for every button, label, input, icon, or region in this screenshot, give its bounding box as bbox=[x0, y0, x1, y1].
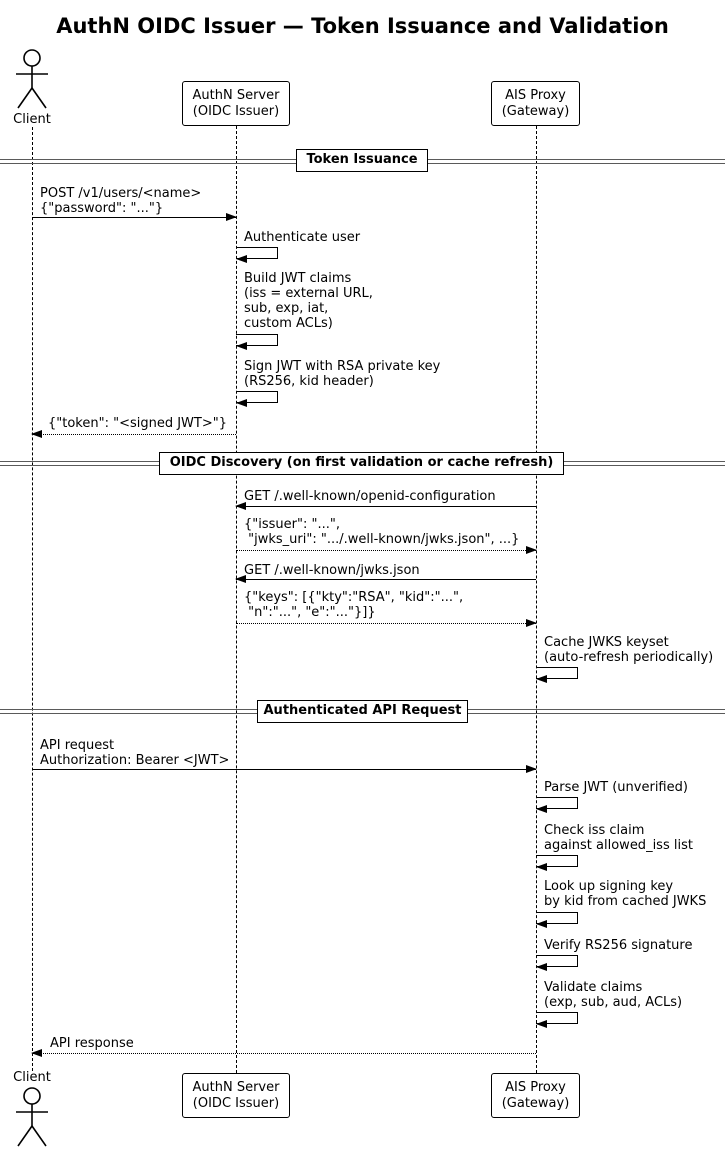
divider-authenticated-api-request: Authenticated API Request bbox=[257, 700, 468, 723]
message-label: API response bbox=[50, 1036, 134, 1051]
message-label: Build JWT claims (iss = external URL, su… bbox=[244, 271, 373, 331]
arrowhead-icon bbox=[226, 213, 237, 222]
message-label: Validate claims (exp, sub, aud, ACLs) bbox=[544, 980, 683, 1010]
message-label: Look up signing key by kid from cached J… bbox=[544, 879, 707, 909]
divider-token-issuance: Token Issuance bbox=[296, 149, 428, 172]
arrowhead-icon bbox=[31, 430, 42, 439]
self-message-arrow bbox=[536, 797, 578, 813]
arrowhead-icon bbox=[526, 546, 537, 555]
message-arrow-client-to-proxy bbox=[32, 765, 537, 774]
self-message-arrow bbox=[536, 955, 578, 971]
message-label: POST /v1/users/<name> {"password": "..."… bbox=[40, 186, 202, 216]
message-arrow-proxy-to-authn bbox=[235, 575, 536, 584]
message-arrow-client-to-authn bbox=[32, 213, 237, 222]
arrowhead-icon bbox=[235, 502, 246, 511]
arrowhead-icon bbox=[235, 575, 246, 584]
actor-icon-client-bottom bbox=[8, 1086, 56, 1148]
participant-label-client-top: Client bbox=[13, 112, 51, 127]
message-label: Cache JWKS keyset (auto-refresh periodic… bbox=[544, 635, 714, 665]
participant-box-authn-top: AuthN Server (OIDC Issuer) bbox=[182, 81, 290, 126]
message-label: GET /.well-known/jwks.json bbox=[244, 563, 420, 578]
self-message-arrow bbox=[536, 855, 578, 871]
self-message-arrow bbox=[236, 334, 278, 350]
participant-label-client-bottom: Client bbox=[13, 1070, 51, 1085]
participant-box-proxy-bottom: AIS Proxy (Gateway) bbox=[491, 1073, 580, 1118]
message-label: API request Authorization: Bearer <JWT> bbox=[40, 738, 230, 768]
lifeline-authn-server bbox=[236, 126, 237, 1073]
message-arrow-proxy-to-authn bbox=[235, 502, 536, 511]
message-label: GET /.well-known/openid-configuration bbox=[244, 489, 496, 504]
diagram-title: AuthN OIDC Issuer — Token Issuance and V… bbox=[56, 14, 669, 38]
lifeline-ais-proxy bbox=[536, 126, 537, 1073]
lifeline-client bbox=[32, 127, 33, 1071]
divider-oidc-discovery: OIDC Discovery (on first validation or c… bbox=[159, 452, 564, 475]
message-label: Authenticate user bbox=[244, 230, 361, 245]
self-message-arrow bbox=[236, 391, 278, 407]
message-label: Sign JWT with RSA private key (RS256, ki… bbox=[244, 359, 441, 389]
self-message-arrow bbox=[536, 912, 578, 928]
return-arrow-authn-to-client bbox=[31, 430, 236, 439]
message-label: {"issuer": "...", "jwks_uri": ".../.well… bbox=[244, 517, 520, 547]
participant-box-authn-bottom: AuthN Server (OIDC Issuer) bbox=[182, 1073, 290, 1118]
return-arrow-proxy-to-client bbox=[31, 1049, 536, 1058]
return-arrow-authn-to-proxy bbox=[236, 546, 537, 555]
return-arrow-authn-to-proxy bbox=[236, 619, 537, 628]
message-label: {"token": "<signed JWT>"} bbox=[48, 416, 227, 431]
message-label: Check iss claim against allowed_iss list bbox=[544, 823, 693, 853]
arrowhead-icon bbox=[526, 619, 537, 628]
self-message-arrow bbox=[536, 667, 578, 683]
arrowhead-icon bbox=[526, 765, 537, 774]
self-message-arrow bbox=[536, 1012, 578, 1028]
participant-box-proxy-top: AIS Proxy (Gateway) bbox=[491, 81, 580, 126]
message-label: {"keys": [{"kty":"RSA", "kid":"...", "n"… bbox=[244, 590, 464, 620]
message-label: Verify RS256 signature bbox=[544, 938, 693, 953]
self-message-arrow bbox=[236, 247, 278, 263]
actor-icon-client-top bbox=[8, 48, 56, 110]
arrowhead-icon bbox=[31, 1049, 42, 1058]
message-label: Parse JWT (unverified) bbox=[544, 780, 688, 795]
